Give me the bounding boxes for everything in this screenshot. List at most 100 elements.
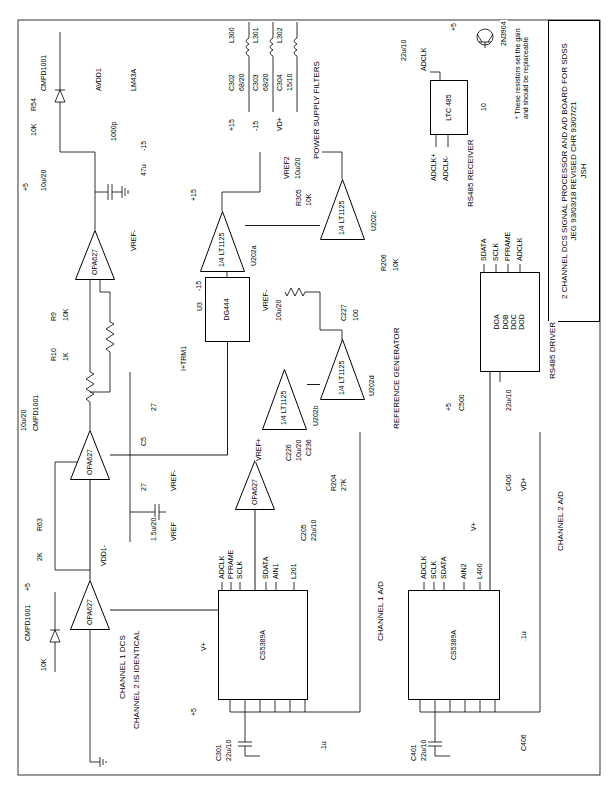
inductor-symbol <box>246 22 249 112</box>
schematic-label: AIN2 <box>460 562 468 580</box>
schematic-label: C500 <box>458 393 466 412</box>
title-text: 2 CHANNEL DCS SIGNAL PROCESSOR AND A/D B… <box>560 43 570 299</box>
label-slot: 22u/10 <box>225 739 233 762</box>
schematic-label: R9 <box>50 311 58 322</box>
schematic-label: R10 <box>50 347 58 362</box>
schematic-label: 27K <box>340 478 348 492</box>
schematic-label: .1u <box>320 740 328 752</box>
part-label: LTC 485 <box>445 94 453 120</box>
label-slot: +15 <box>190 188 198 202</box>
part-label: OPA627 <box>86 449 94 475</box>
label-slot: 10K <box>305 193 313 207</box>
label-slot: 15/10 <box>286 72 294 92</box>
schematic-label: ADCLK- <box>442 154 450 182</box>
schematic-label: AIN1 <box>272 562 280 580</box>
label-slot: ADCLK <box>516 237 524 262</box>
schematic-label: LM43A <box>130 68 138 92</box>
resistor-symbol <box>285 288 320 296</box>
schematic-label: RS485 DRIVER <box>548 321 558 380</box>
label-slot: PFRAME <box>504 231 512 262</box>
label-slot: C236 <box>305 438 313 457</box>
wire-connector <box>245 225 320 226</box>
receiver-chip: LTC 485 <box>430 80 468 135</box>
schematic-label: VD+ <box>276 116 284 132</box>
label-slot: C303 <box>252 73 260 92</box>
schematic-label: U202d <box>368 374 376 397</box>
capacitor-symbol <box>130 504 166 520</box>
schematic-label: +5 <box>450 22 458 32</box>
label-slot: R54 <box>30 97 38 112</box>
wire <box>90 352 110 392</box>
label-slot: ADCLK+ <box>430 153 438 182</box>
schematic-label: ADCLK <box>218 555 226 580</box>
label-slot: SDATA <box>262 556 270 580</box>
op-amp-outline <box>263 370 307 430</box>
part-label: OPA627 <box>86 599 94 625</box>
label-slot: 10K <box>392 258 400 272</box>
schematic-label: .1u <box>520 630 528 642</box>
label-slot: 10u/20 <box>294 157 302 180</box>
schematic-label: 10K <box>305 193 313 207</box>
part-label: 1/4 LT1125 <box>338 361 346 395</box>
label-slot: C500 <box>458 393 466 412</box>
schematic-label: 1000p <box>110 121 118 142</box>
schematic-label: L400 <box>476 562 484 580</box>
op-amp-outline <box>321 340 365 400</box>
label-slot: VD+ <box>520 476 528 492</box>
adc-chip: CS5389A <box>408 590 500 700</box>
schematic-label: U3 <box>196 301 204 312</box>
ground-symbol <box>90 757 106 767</box>
label-slot: CMPD1001 <box>40 54 48 92</box>
schematic-label: CMPD1001 <box>32 394 40 432</box>
schematic-label: R206 <box>380 253 388 272</box>
schematic-label: C302 <box>228 73 236 92</box>
label-slot: SCLK <box>236 560 244 580</box>
label-slot: +5 <box>190 707 198 717</box>
schematic-label: SDATA <box>262 556 270 580</box>
label-slot: CHANNEL 1 DCS <box>118 634 128 700</box>
op-amp-outline <box>321 180 365 240</box>
transistor-symbol <box>477 34 493 48</box>
label-slot: VREF+ <box>255 437 263 462</box>
label-slot: C304 <box>276 73 284 92</box>
label-slot: R10 <box>50 347 58 362</box>
label-slot: AIN2 <box>460 562 468 580</box>
part-label: DOC <box>510 314 518 330</box>
schematic-label: VREF- <box>170 469 178 492</box>
schematic-label: 47u <box>140 163 148 177</box>
op-amp-outline <box>236 461 275 510</box>
schematic-label: 10K <box>30 123 38 137</box>
schematic-label: CHANNEL 2 IS IDENTICAL <box>132 630 142 730</box>
schematic-label: C227 <box>340 303 348 322</box>
label-slot: I+TRM1 <box>180 345 188 372</box>
schematic-label: VD+ <box>520 476 528 492</box>
label-slot: U202a <box>250 244 258 267</box>
label-slot: +5 <box>450 22 458 32</box>
label-slot: CHANNEL 2 A/D <box>556 490 566 552</box>
diode-symbol <box>50 592 60 672</box>
schematic-label: 10u/20 <box>295 439 303 462</box>
schematic-label: +5 <box>22 182 30 192</box>
part-label: 1/4 LT1125 <box>280 391 288 425</box>
op-amp: 1/4 LT1125 <box>262 369 307 430</box>
schematic-label: 27 <box>140 482 148 492</box>
schematic-label: 10u/20 <box>275 299 283 322</box>
schematic-label: 10K <box>40 658 48 672</box>
label-slot: C301 <box>215 743 223 762</box>
label-slot: CMPD1001 <box>32 394 40 432</box>
wire-connector <box>490 372 491 590</box>
label-slot: R9 <box>50 311 58 322</box>
diode-symbol <box>55 32 65 102</box>
label-slot: L301 <box>252 26 260 44</box>
schematic-label: I+TRM1 <box>180 345 188 372</box>
label-slot: 100 <box>352 308 360 322</box>
schematic-label: +5 <box>24 582 32 592</box>
schematic-label: SCLK <box>236 560 244 580</box>
schematic-label: 10K <box>392 258 400 272</box>
schematic-label: +5 <box>190 707 198 717</box>
op-amp: 1/4 LT1125 <box>320 339 365 400</box>
op-amp-outline <box>71 581 110 630</box>
label-slot: 10u/20 <box>275 299 283 322</box>
label-slot: VREF2 <box>283 155 291 180</box>
schematic-label: 15/10 <box>286 72 294 92</box>
